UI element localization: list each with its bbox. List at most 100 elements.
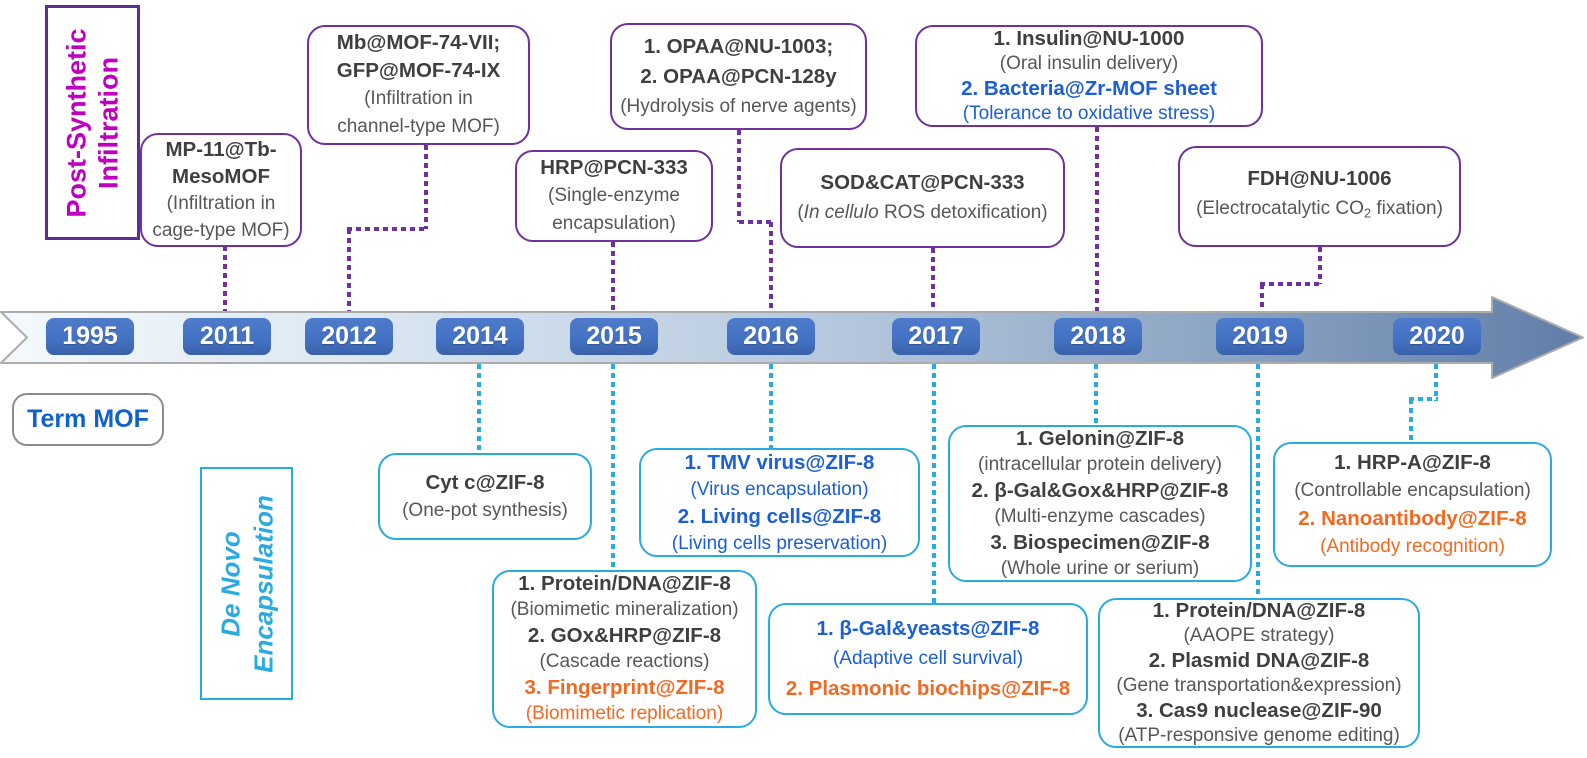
connector-top-2019-v1 — [1318, 247, 1322, 284]
connector-top-2017 — [931, 248, 935, 311]
connector-bottom-2017 — [932, 364, 936, 603]
milestone-line: 1. Gelonin@ZIF-8 — [1015, 426, 1185, 450]
year-badge-2017: 2017 — [892, 318, 980, 355]
connector-bottom-2016 — [769, 364, 773, 448]
milestone-line: 3. Fingerprint@ZIF-8 — [524, 676, 725, 699]
milestone-line: 1. Protein/DNA@ZIF-8 — [518, 572, 731, 595]
milestone-line: GFP@MOF-74-IX — [336, 59, 501, 82]
milestone-line: (Living cells preservation) — [671, 532, 888, 554]
connector-bottom-2020-h — [1409, 397, 1438, 401]
connector-top-2012-v2 — [347, 229, 351, 311]
connector-top-2012-v1 — [424, 145, 428, 229]
milestone-line: MesoMOF — [172, 165, 270, 188]
connector-bottom-2019 — [1256, 364, 1260, 597]
milestone-line: 2. Living cells@ZIF-8 — [677, 504, 882, 528]
milestone-line: (Biomimetic replication) — [525, 703, 724, 724]
year-badge-2014: 2014 — [436, 318, 524, 355]
post-synthetic-label-line2: Infiltration — [93, 56, 124, 189]
milestone-line: (AAOPE strategy) — [1183, 625, 1335, 646]
milestone-line: 2. β-Gal&Gox&HRP@ZIF-8 — [971, 478, 1229, 502]
connector-top-2016-v1 — [737, 130, 741, 222]
year-badge-2011: 2011 — [183, 318, 271, 355]
milestone-line: 2. Nanoantibody@ZIF-8 — [1298, 506, 1527, 530]
milestone-line: (Infiltration in — [364, 88, 473, 109]
milestone-line: (Virus encapsulation) — [690, 478, 869, 500]
milestone-line: (One-pot synthesis) — [402, 499, 568, 521]
de-novo-label-line1: De Novo — [215, 530, 245, 637]
milestone-line: 1. β-Gal&yeasts@ZIF-8 — [816, 617, 1040, 640]
connector-top-2015 — [611, 242, 615, 311]
year-badge-1995: 1995 — [46, 318, 134, 355]
milestone-line: 2. OPAA@PCN-128y — [640, 64, 837, 88]
milestone-box-2020-bottom: 1. HRP-A@ZIF-8(Controllable encapsulatio… — [1273, 442, 1552, 567]
milestone-box-2019-bottom: 1. Protein/DNA@ZIF-8 (AAOPE strategy) 2. P… — [1098, 598, 1420, 748]
post-synthetic-label-line1: Post-Synthetic — [61, 27, 92, 218]
milestone-line: (Single-enzyme — [548, 185, 680, 206]
milestone-line: MP-11@Tb- — [165, 138, 277, 161]
year-badge-2012: 2012 — [305, 318, 393, 355]
milestone-line: (Infiltration in — [166, 193, 276, 214]
milestone-line: SOD&CAT@PCN-333 — [820, 171, 1025, 194]
milestone-line: 3. Biospecimen@ZIF-8 — [990, 530, 1210, 554]
milestone-line: Cyt c@ZIF-8 — [425, 470, 545, 494]
milestone-box-2016-top: 1. OPAA@NU-1003; 2. OPAA@PCN-128y (Hydroly… — [610, 23, 867, 130]
connector-bottom-2020-v1 — [1434, 364, 1438, 401]
milestone-line: 1. Insulin@NU-1000 — [993, 27, 1185, 50]
year-badge-2015: 2015 — [570, 318, 658, 355]
milestone-line: (ATP-responsive genome editing) — [1118, 725, 1400, 746]
year-badge-2019: 2019 — [1216, 318, 1304, 355]
milestone-box-2018-bottom: 1. Gelonin@ZIF-8 (intracellular protein d… — [948, 425, 1252, 582]
milestone-box-2011-top: MP-11@Tb- MesoMOF (Infiltration in cage-typ… — [140, 133, 302, 247]
year-badge-2020: 2020 — [1393, 318, 1481, 355]
milestone-box-2017-bottom: 1. β-Gal&yeasts@ZIF-8 (Adaptive cell surv… — [768, 603, 1088, 715]
milestone-box-2015-bottom: 1. Protein/DNA@ZIF-8 (Biomimetic minerali… — [492, 570, 757, 728]
milestone-box-2014-bottom: Cyt c@ZIF-8 (One-pot synthesis) — [378, 453, 592, 540]
milestone-line: channel-type MOF) — [337, 116, 500, 137]
de-novo-label-line2: Encapsulation — [247, 494, 278, 673]
connector-top-2016-v2 — [769, 222, 773, 311]
milestone-line: 3. Cas9 nuclease@ZIF-90 — [1136, 699, 1382, 722]
milestone-line: (Adaptive cell survival) — [832, 648, 1024, 669]
year-badge-2016: 2016 — [727, 318, 815, 355]
connector-top-2019-h — [1260, 282, 1322, 286]
milestone-line: 2. Plasmonic biochips@ZIF-8 — [785, 677, 1071, 700]
milestone-line: encapsulation) — [552, 213, 676, 234]
connector-top-2016-h — [739, 220, 773, 224]
milestone-line: (Controllable encapsulation) — [1294, 479, 1531, 501]
milestone-line: 1. Protein/DNA@ZIF-8 — [1152, 599, 1366, 622]
milestone-line: (Tolerance to oxidative stress) — [962, 103, 1216, 124]
side-label-post-synthetic-infiltration: Post-Synthetic Infiltration — [45, 5, 140, 240]
milestone-box-2017-top: SOD&CAT@PCN-333 (In cellulo ROS detoxific… — [780, 148, 1065, 248]
milestone-line: 2. Bacteria@Zr-MOF sheet — [961, 77, 1217, 100]
milestone-line: (intracellular protein delivery) — [978, 453, 1222, 475]
milestone-line: Mb@MOF-74-VII; — [336, 31, 501, 54]
term-mof-label: Term MOF — [12, 393, 164, 446]
milestone-line: 1. OPAA@NU-1003; — [643, 34, 834, 58]
milestone-line: 1. TMV virus@ZIF-8 — [684, 450, 875, 474]
connector-bottom-2015 — [611, 364, 615, 570]
milestone-box-2012-top: Mb@MOF-74-VII; GFP@MOF-74-IX (Infiltration… — [307, 25, 530, 145]
milestone-line: FDH@NU-1006 — [1247, 167, 1392, 191]
milestone-line: (Electrocatalytic CO2 fixation) — [1196, 198, 1443, 221]
year-badge-2018: 2018 — [1054, 318, 1142, 355]
milestone-line: 2. Plasmid DNA@ZIF-8 — [1148, 649, 1370, 672]
connector-bottom-2018 — [1094, 364, 1098, 425]
milestone-line: (Antibody recognition) — [1320, 535, 1505, 557]
connector-top-2019-v2 — [1260, 284, 1264, 311]
side-label-de-novo-encapsulation: De Novo Encapsulation — [200, 467, 293, 700]
milestone-box-2019-top: FDH@NU-1006 (Electrocatalytic CO2 fixatio… — [1178, 146, 1461, 247]
milestone-line: HRP@PCN-333 — [540, 156, 688, 179]
milestone-line: cage-type MOF) — [152, 220, 290, 241]
connector-bottom-2014 — [477, 364, 481, 452]
connector-bottom-2020-v2 — [1409, 399, 1413, 442]
milestone-box-2015-top: HRP@PCN-333 (Single-enzyme encapsulation) — [515, 150, 713, 242]
milestone-line: (Gene transportation&expression) — [1116, 675, 1402, 696]
milestone-line: (Multi-enzyme cascades) — [994, 505, 1206, 527]
milestone-line: (Biomimetic mineralization) — [510, 599, 739, 620]
milestone-line: (In cellulo ROS detoxification) — [797, 202, 1048, 223]
milestone-line: (Hydrolysis of nerve agents) — [620, 95, 857, 117]
milestone-line: (Cascade reactions) — [539, 651, 710, 672]
milestone-box-2016-bottom: 1. TMV virus@ZIF-8 (Virus encapsulation) 2… — [639, 448, 920, 557]
connector-top-2012-h — [347, 227, 428, 231]
